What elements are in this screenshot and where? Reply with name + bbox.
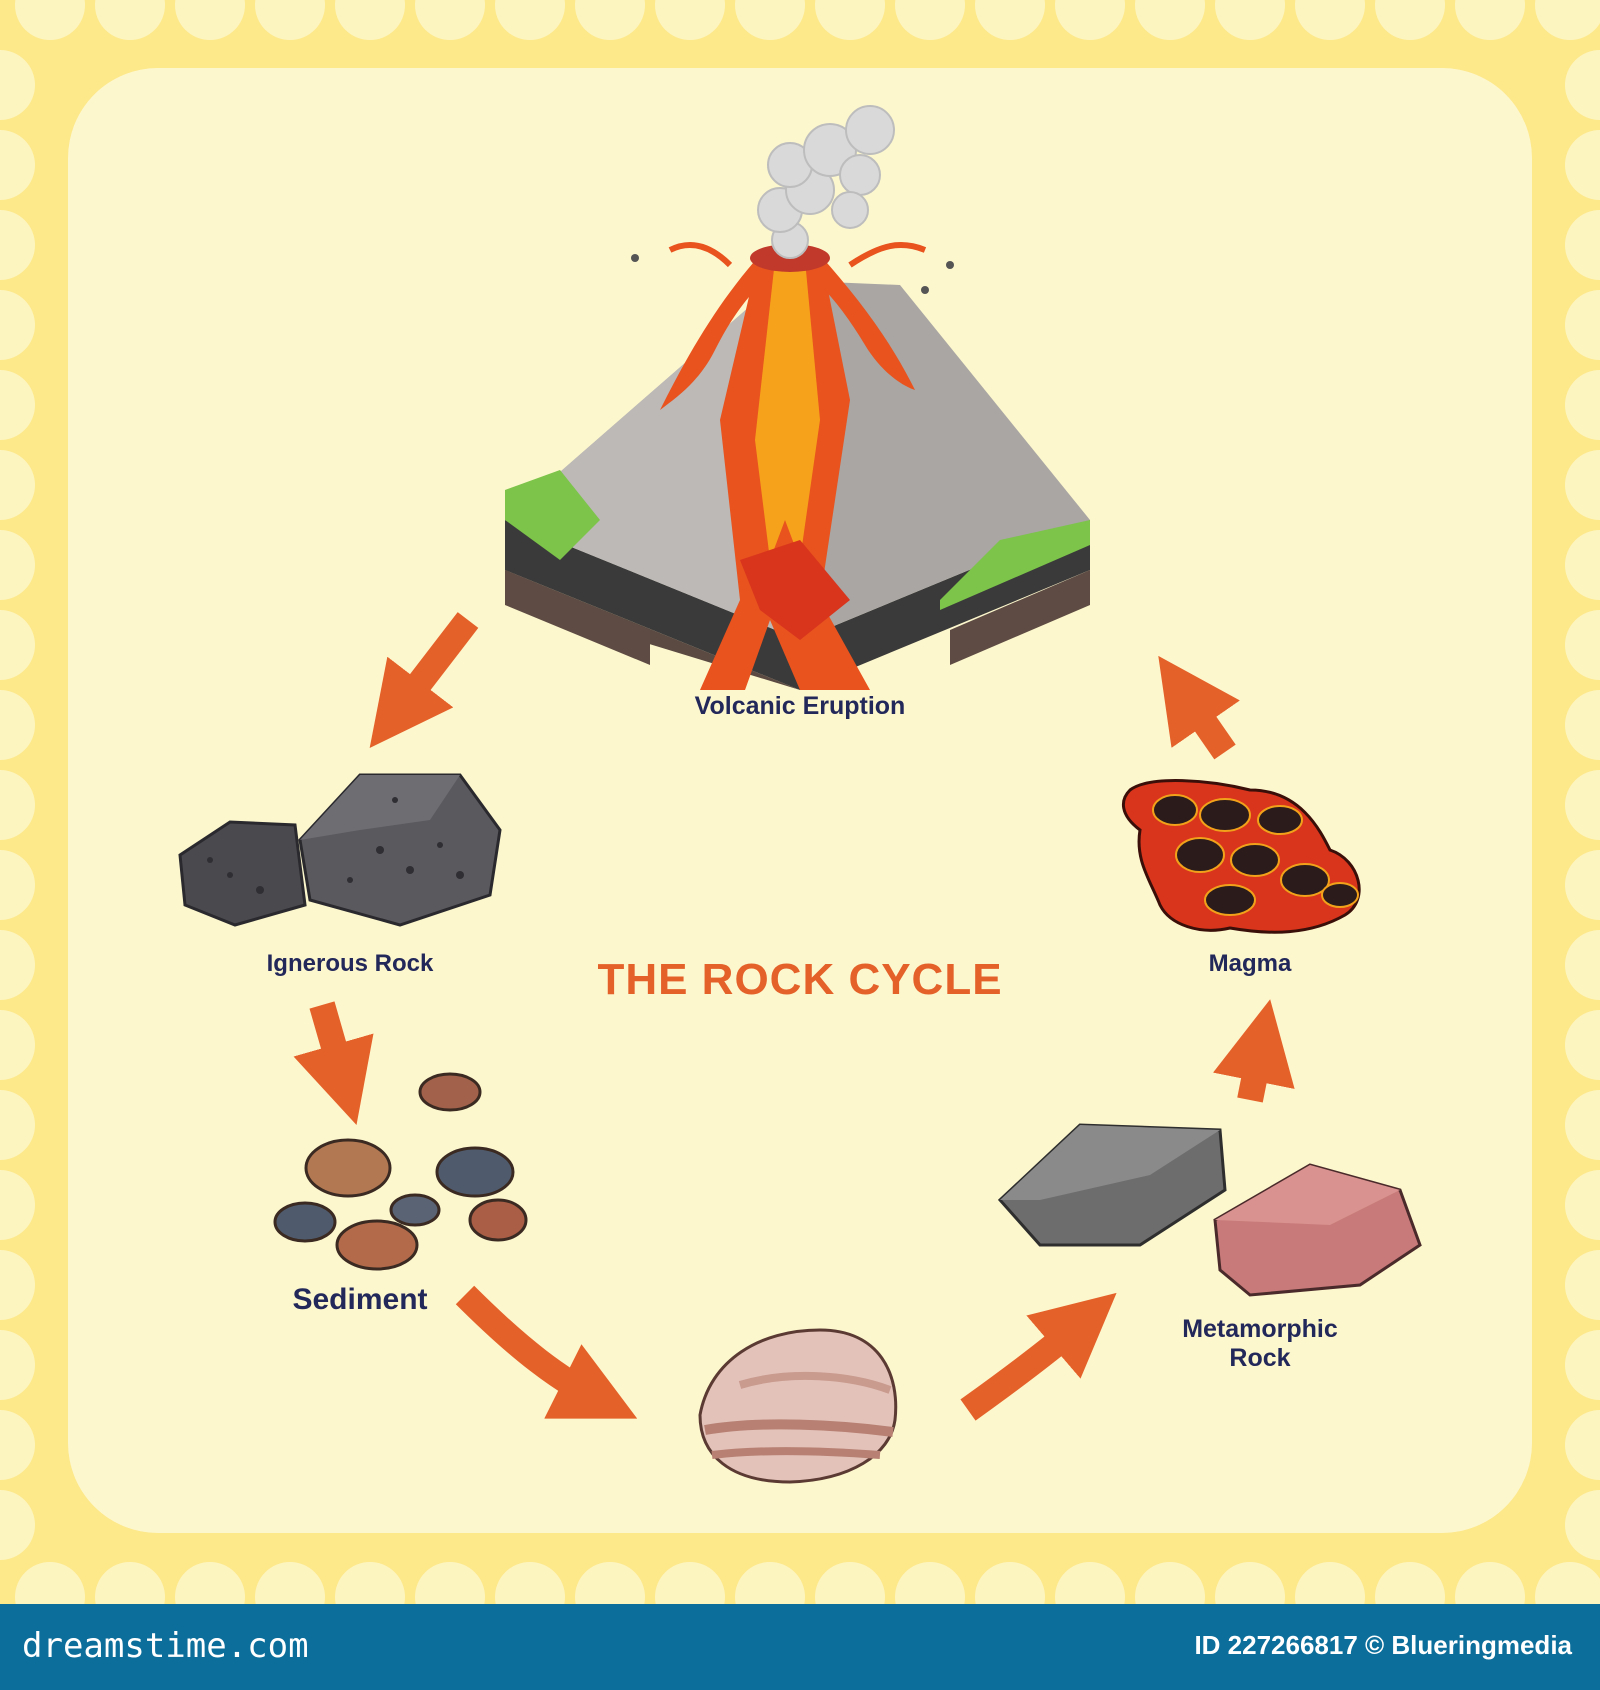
diagram-title: THE ROCK CYCLE <box>597 955 1003 1004</box>
arrow-sediment-to-sedimentary <box>455 1285 638 1419</box>
arrow-volcano-to-igneous <box>369 612 479 748</box>
magma-illustration <box>1121 779 1361 934</box>
label-sediment: Sediment <box>292 1283 428 1316</box>
arrow-sedimentary-to-metamorphic <box>960 1292 1117 1421</box>
sediment-illustration <box>273 1072 528 1271</box>
label-metamorphic-line-1: Metamorphic <box>1182 1315 1338 1343</box>
footer-bar: dreamstime.com ID 227266817 © Blueringme… <box>0 1604 1600 1690</box>
arrow-metamorphic-to-magma <box>1213 999 1295 1103</box>
cycle-arrows <box>293 612 1295 1421</box>
volcano-illustration <box>505 105 1090 690</box>
label-volcanic-eruption: Volcanic Eruption <box>694 692 906 720</box>
footer-image-id: ID 227266817 © Blueringmedia <box>1194 1630 1572 1660</box>
igneous-rock-illustration <box>178 773 502 927</box>
rock-cycle-art <box>178 105 1422 1484</box>
label-igneous-rock: Ignerous Rock <box>266 950 434 977</box>
arrow-magma-to-volcano <box>1158 655 1240 760</box>
label-magma: Magma <box>1208 950 1292 977</box>
label-metamorphic-line-2: Rock <box>1229 1343 1291 1372</box>
metamorphic-rock-illustration <box>997 1123 1422 1297</box>
arrow-igneous-to-sediment <box>293 1001 374 1125</box>
label-metamorphic-rock: Metamorphic Rock <box>1150 1315 1370 1373</box>
footer-site: dreamstime.com <box>22 1626 309 1666</box>
sedimentary-rock-illustration <box>698 1328 898 1484</box>
